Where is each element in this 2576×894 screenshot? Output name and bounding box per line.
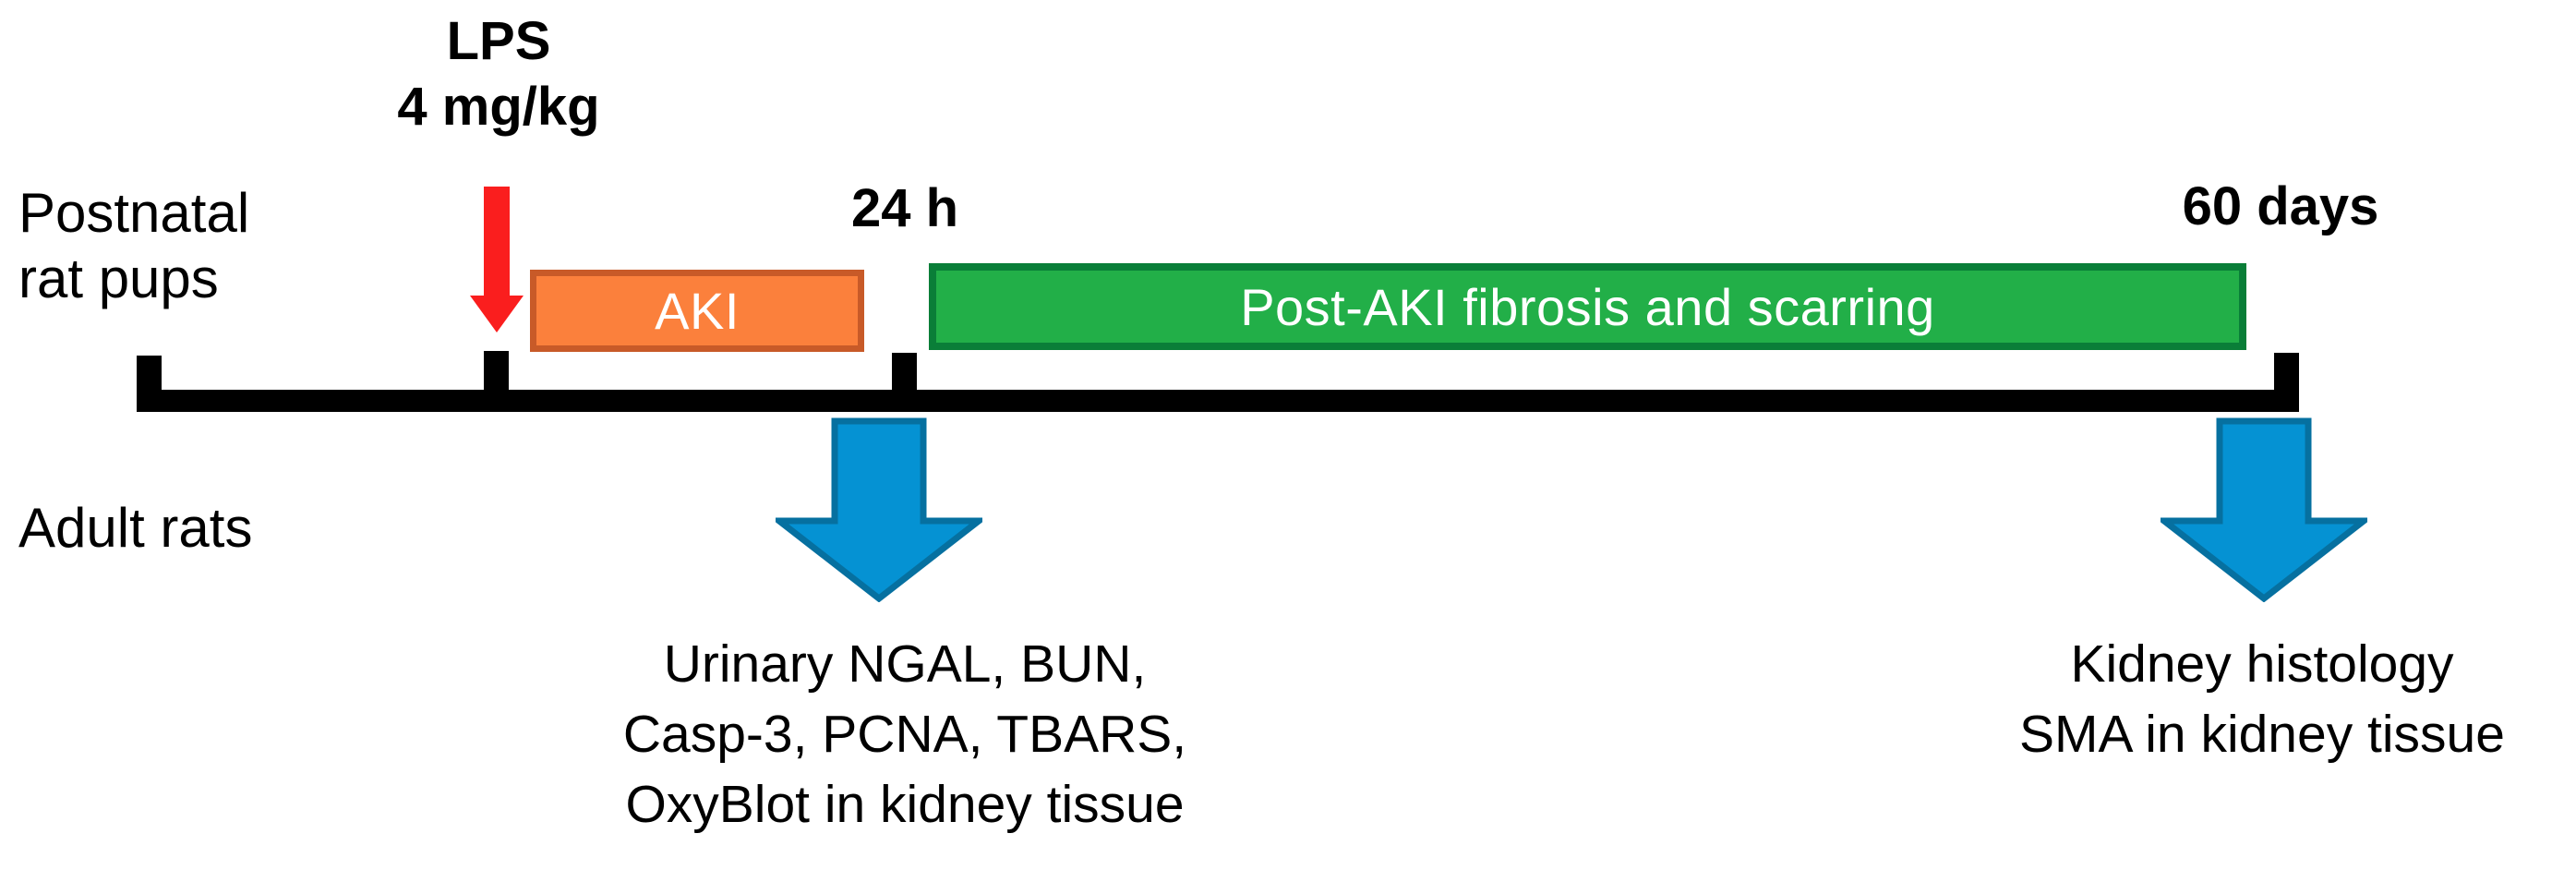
timeline-axis — [137, 390, 2299, 412]
lps-dose: 4 mg/kg — [397, 76, 600, 137]
outcome-text-24h: Urinary NGAL, BUN, Casp-3, PCNA, TBARS, … — [622, 634, 1187, 834]
down-arrow-icon — [470, 187, 524, 332]
phase-box-aki: AKI — [530, 270, 864, 352]
outcome-text-60days: Kidney histology SMA in kidney tissue — [2019, 634, 2505, 764]
timeline-tick-60days — [2274, 353, 2299, 412]
phase-box-post-aki-fibrosis: Post-AKI fibrosis and scarring — [929, 263, 2246, 350]
timeline-tick-start — [137, 356, 162, 412]
down-arrow-icon — [2161, 417, 2367, 602]
timepoint-label-60days: 60 days — [2182, 176, 2379, 236]
lps-drug-name: LPS — [446, 11, 551, 71]
timepoint-label-24h: 24 h — [850, 178, 959, 238]
timeline-tick-lps — [484, 351, 509, 412]
stage-label-postnatal: Postnatal rat pups — [18, 182, 250, 309]
stage-label-adult: Adult rats — [18, 497, 253, 559]
down-arrow-icon — [776, 417, 982, 602]
lps-injection-label: LPS 4 mg/kg — [379, 9, 619, 140]
timeline-tick-24h — [892, 353, 917, 412]
